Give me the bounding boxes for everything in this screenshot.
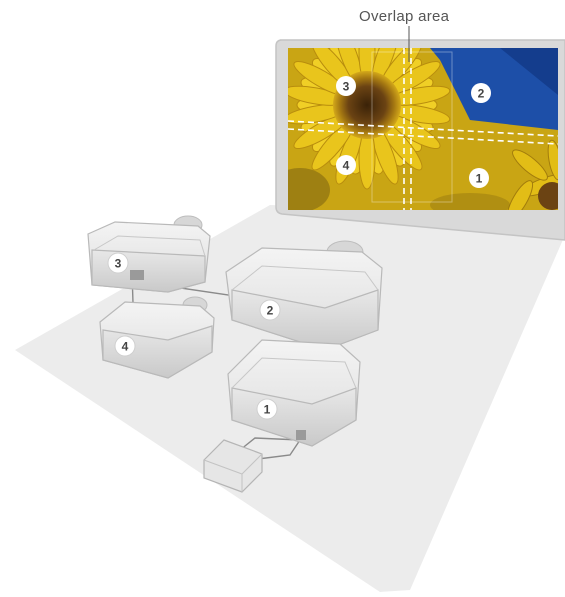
screen-badge-1: 1 — [469, 168, 489, 188]
screen-badge-3: 3 — [336, 76, 356, 96]
svg-text:1: 1 — [264, 403, 271, 417]
svg-text:2: 2 — [267, 304, 274, 318]
screen-badge-4: 4 — [336, 155, 356, 175]
svg-text:4: 4 — [343, 159, 350, 173]
overlap-area-label: Overlap area — [359, 8, 449, 25]
projection-screen — [270, 21, 565, 240]
screen-badge-2: 2 — [471, 83, 491, 103]
svg-text:1: 1 — [476, 172, 483, 186]
sunflower-image — [270, 21, 565, 223]
svg-text:3: 3 — [115, 257, 122, 271]
svg-text:4: 4 — [122, 340, 129, 354]
svg-text:2: 2 — [478, 87, 485, 101]
projector-3: 3 — [88, 216, 210, 292]
svg-text:3: 3 — [343, 80, 350, 94]
